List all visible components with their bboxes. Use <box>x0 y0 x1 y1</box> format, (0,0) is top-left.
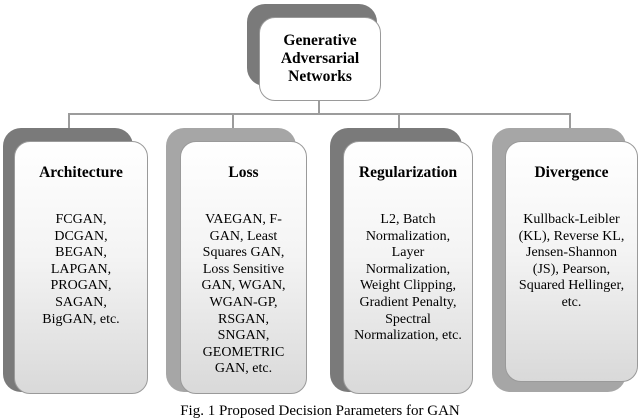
architecture-title: Architecture <box>39 164 123 181</box>
regularization-node: Regularization L2, Batch Normalization, … <box>343 141 473 394</box>
divergence-title: Divergence <box>534 164 609 181</box>
divergence-items: Kullback-Leibler (KL), Reverse KL, Jense… <box>518 212 625 310</box>
root-node: Generative Adversarial Networks <box>259 17 381 101</box>
loss-items: VAEGAN, F-GAN, Least Squares GAN, Loss S… <box>201 212 286 377</box>
figure-caption: Fig. 1 Proposed Decision Parameters for … <box>180 403 460 419</box>
connector-regularization <box>398 113 400 128</box>
connector-loss <box>232 113 234 128</box>
divergence-node: Divergence Kullback-Leibler (KL), Revers… <box>505 141 638 382</box>
regularization-items: L2, Batch Normalization, Layer Normaliza… <box>354 212 462 344</box>
loss-title: Loss <box>228 164 259 181</box>
loss-node: Loss VAEGAN, F-GAN, Least Squares GAN, L… <box>180 141 307 394</box>
connector-root-down <box>318 100 320 114</box>
architecture-items: FCGAN, DCGAN, BEGAN, LAPGAN, PROGAN, SAG… <box>42 212 120 327</box>
root-title: Generative Adversarial Networks <box>280 32 360 85</box>
regularization-title: Regularization <box>358 164 458 181</box>
architecture-node: Architecture FCGAN, DCGAN, BEGAN, LAPGAN… <box>14 141 148 394</box>
connector-horizontal-bus <box>68 113 571 115</box>
connector-architecture <box>68 113 70 128</box>
connector-divergence <box>569 113 571 128</box>
